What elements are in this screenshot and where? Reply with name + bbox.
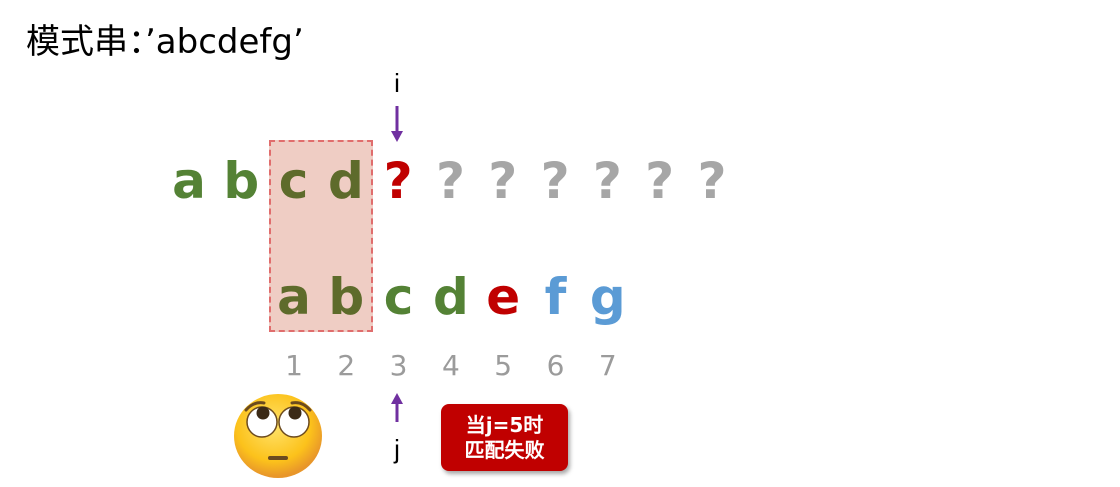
index-label-1: 1 [285,349,303,382]
text-char-3: c [278,152,309,210]
pointer-i-arrow-icon [391,106,403,142]
index-label-7: 7 [598,349,617,382]
pointer-j-label: j [394,434,400,464]
mismatch-callout: 当j=5时 匹配失败 [441,404,568,471]
index-label-5: 5 [494,349,513,382]
text-char-1: a [172,152,206,210]
pointer-i-label: i [394,68,400,98]
matched-prefix-highlight [269,140,373,332]
index-label-6: 6 [546,349,565,382]
text-char-4: d [327,152,364,210]
text-char-7: ? [488,152,518,210]
face-with-rolling-eyes-icon [234,394,322,478]
pattern-char-4: d [432,268,469,326]
text-char-10: ? [645,152,675,210]
text-char-8: ? [540,152,570,210]
callout-line-2: 匹配失败 [464,437,545,462]
text-char-9: ? [592,152,622,210]
pattern-char-1: a [277,268,311,326]
text-char-2: b [223,152,260,210]
text-char-5: ? [383,152,413,210]
pattern-char-7: g [589,268,626,326]
index-label-3: 3 [389,349,408,382]
callout-line-1: 当j=5时 [465,412,544,437]
text-char-6: ? [435,152,465,210]
pattern-char-6: f [544,268,567,326]
pattern-char-5: e [486,268,521,326]
text-char-11: ? [697,152,727,210]
pattern-char-3: c [383,268,414,326]
index-label-2: 2 [337,349,356,382]
index-label-4: 4 [441,349,460,382]
title: 模式串：’abcdefg’ [26,22,304,62]
pointer-j-arrow-icon [391,393,403,422]
pattern-char-2: b [328,268,365,326]
